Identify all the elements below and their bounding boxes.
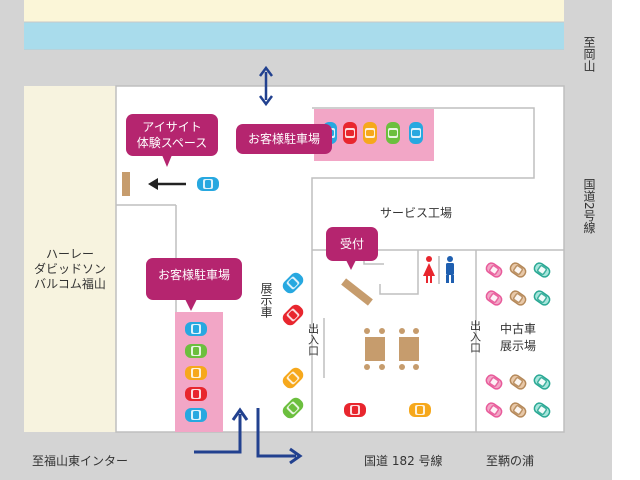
harley-label-line1: ハーレー [46,247,94,261]
car-icon [280,302,306,328]
eyesight-label-line1: アイサイト [142,120,201,134]
customer-parking-left-label: お客様駐車場 [158,267,230,282]
route-182-label: 国道 182 号線 [364,453,443,468]
reception-label: 受付 [340,237,364,251]
arrow-icon [194,407,249,454]
car-icon [185,387,207,401]
car-icon [531,372,553,392]
used-cars-label-line1: 中古車 [500,321,536,336]
bubble-parking-top [236,124,332,154]
customer-parking-top-label: お客様駐車場 [248,131,320,146]
to-okayama-label: 至岡山 [582,36,596,72]
car-icon [197,177,219,191]
bubble-eyesight [126,114,218,167]
car-icon [409,403,431,417]
car-icon [483,400,505,420]
car-icon [507,288,529,308]
car-icon [185,366,207,380]
display-cars-label: 展示車 [259,282,273,319]
service-shop-label: サービス工場 [380,206,452,220]
land-left [24,86,116,432]
arrow-icon [256,408,303,465]
road-bottom [0,432,612,480]
road-right [564,0,612,480]
car-icon [531,400,553,420]
to-tomonoura-label: 至鞆の浦 [486,454,534,468]
road-top [24,50,564,86]
arrow-icon [148,178,186,190]
eyesight-label-line2: 体験スペース [137,135,208,150]
arrow-icon [259,65,273,107]
car-icon [343,122,357,144]
car-icon [280,395,306,421]
table-icon [364,328,385,370]
entrance-label-right: 出入口 [469,319,482,353]
car-icon [185,408,207,422]
car-icon [531,260,553,280]
bubble-parking-left [146,258,242,311]
car-icon [344,403,366,417]
land-top [24,0,564,22]
to-fukuyama-ic-label: 至福山東インター [32,453,128,468]
car-icon [363,122,377,144]
car-icon [507,400,529,420]
route-2-label: 国道2号線 [582,178,596,234]
used-cars-label-line2: 展示場 [500,339,536,353]
car-icon [280,270,306,296]
table-icon [399,328,419,370]
car-icon [507,260,529,280]
river [24,22,564,50]
car-icon [185,322,207,336]
harley-label-line2: ダビッドソン [34,261,106,276]
reception-counter [341,278,373,306]
car-icon [483,260,505,280]
car-icon [483,372,505,392]
display-cars [280,270,306,421]
car-icon [507,372,529,392]
car-icon [386,122,400,144]
car-icon [531,288,553,308]
car-icon [409,122,423,144]
road-left-strip [0,0,24,480]
bubble-reception [326,227,378,270]
entrance-label-left: 出入口 [307,322,320,356]
restroom-icon [423,256,454,284]
car-icon [483,288,505,308]
harley-label-line3: バルコム福山 [34,276,106,291]
car-icon [280,365,306,391]
car-icon [185,344,207,358]
eyesight-barrier [122,172,130,196]
